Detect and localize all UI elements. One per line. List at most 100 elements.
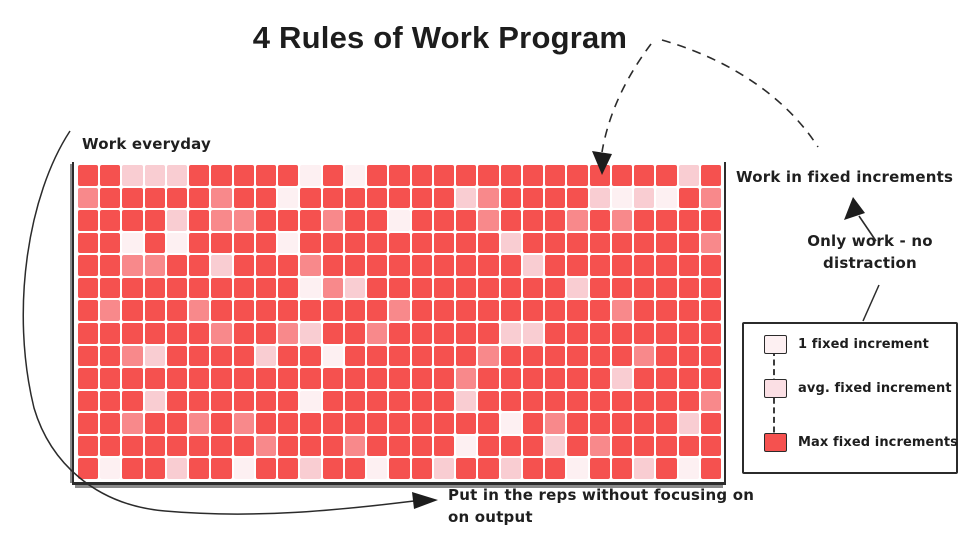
grid-cell [78,390,99,412]
grid-cell [233,390,254,412]
grid-cell [322,435,343,457]
grid-cell [700,300,721,321]
grid-cell [478,435,499,457]
grid-cell [255,187,277,209]
grid-cell [678,458,699,479]
legend-item: Max fixed increments [764,433,958,452]
grid-cell [78,232,99,254]
grid-cell [166,368,188,389]
grid-cell [300,232,321,254]
grid-cell [122,322,143,344]
grid-cell [500,413,521,434]
grid-cell [411,345,432,367]
grid-cell [456,232,477,254]
grid-cell [611,165,633,186]
grid-cell [122,232,143,254]
grid-cell [166,322,188,344]
grid-cell [567,277,588,299]
grid-cell [634,210,655,231]
grid-cell [344,435,366,457]
grid-cell [300,413,321,434]
grid-cell [144,232,165,254]
grid-cell [367,165,388,186]
grid-cell [233,232,254,254]
grid-cell [500,458,521,479]
grid-cell [545,187,566,209]
legend-item-label: Max fixed increments [798,435,958,450]
grid-cell [411,390,432,412]
grid-cell [144,368,165,389]
grid-cell [233,165,254,186]
grid-cell [255,458,277,479]
grid-cell [322,345,343,367]
grid-cell [322,277,343,299]
grid-cell [545,322,566,344]
grid-cell [656,210,677,231]
grid-cell [389,210,410,231]
grid-cell [322,165,343,186]
grid-cell [367,413,388,434]
grid-cell [478,390,499,412]
grid-cell [522,232,544,254]
grid-cell [411,277,432,299]
grid-cell [144,458,165,479]
grid-cell [411,232,432,254]
grid-cell [411,458,432,479]
grid-cell [478,322,499,344]
grid-cell [433,277,455,299]
grid-cell [589,277,610,299]
grid-cell [656,232,677,254]
grid-cell [122,413,143,434]
grid-cell [144,277,165,299]
grid-cell [166,300,188,321]
grid-cell [100,187,121,209]
legend-swatch-icon [764,335,787,354]
grid-cell [500,345,521,367]
grid-cell [367,187,388,209]
grid-cell [500,368,521,389]
grid-cell [522,368,544,389]
grid-cell [278,255,299,276]
grid-cell [233,187,254,209]
grid-cell [211,187,232,209]
grid-cell [411,300,432,321]
grid-cell [166,458,188,479]
grid-cell [567,322,588,344]
grid-cell [500,232,521,254]
grid-cell [678,413,699,434]
grid-cell [589,187,610,209]
grid-cell [678,345,699,367]
grid-cell [344,277,366,299]
grid-cell [611,232,633,254]
title-to-fixed-increments-dashed-line [661,39,819,148]
grid-cell [189,277,210,299]
grid-cell [211,435,232,457]
grid-cell [522,255,544,276]
grid-cell [122,187,143,209]
grid-cell [166,232,188,254]
grid-cell [300,165,321,186]
legend-swatch-icon [764,433,787,452]
grid-cell [389,322,410,344]
grid-cell [322,458,343,479]
grid-cell [300,277,321,299]
grid-cell [100,322,121,344]
grid-cell [122,390,143,412]
grid-cell [522,458,544,479]
grid-cell [611,368,633,389]
grid-cell [255,277,277,299]
grid-cell [189,435,210,457]
grid-cell [522,300,544,321]
grid-cell [456,345,477,367]
grid-cell [456,435,477,457]
grid-cell [567,435,588,457]
grid-cell [656,165,677,186]
grid-cell [300,255,321,276]
grid-cell [78,322,99,344]
grid-cell [589,390,610,412]
grid-cell [322,368,343,389]
grid-cell [478,165,499,186]
grid-cell [100,390,121,412]
grid-cell [389,345,410,367]
grid-cell [78,277,99,299]
